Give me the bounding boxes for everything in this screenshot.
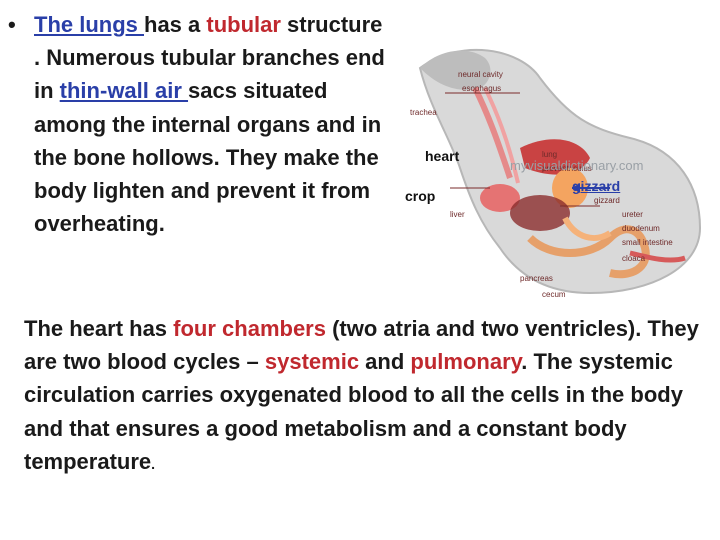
text: structure . Numerous tubular branches en… [34, 12, 385, 104]
gizzard-arrowhead [572, 183, 580, 193]
text: . The systemic circulation carries oxyge… [24, 349, 683, 474]
label-ureter: ureter [622, 210, 643, 219]
final-period: . [151, 455, 156, 472]
label-duodenum: duodenum [622, 224, 660, 233]
bullet: • [8, 12, 16, 37]
label-gizzard-small: gizzard [594, 196, 620, 205]
label-heart: heart [425, 148, 460, 164]
cloaca-shape [629, 250, 686, 263]
highlight-pulmonary: pulmonary [410, 349, 522, 375]
label-gizzard[interactable]: gizzard [572, 178, 621, 194]
gizzard-shape [552, 168, 588, 208]
label-cecum: cecum [542, 290, 566, 299]
liver-shape [510, 195, 570, 231]
text: and [359, 349, 411, 375]
label-liver: liver [450, 210, 465, 219]
trachea-shape [472, 86, 513, 179]
text: has a [144, 12, 207, 37]
esophagus-shape [483, 87, 520, 184]
label-trachea: trachea [410, 108, 437, 117]
paragraph-lungs: The lungs has a tubular structure . Nume… [34, 8, 394, 240]
bird-anatomy-figure: heart crop gizzard neural cavity esophag… [400, 38, 720, 308]
highlight-tubular: tubular [206, 12, 281, 37]
label-esophagus: esophagus [462, 84, 502, 93]
link-thin-wall-air[interactable]: thin-wall air [59, 78, 189, 104]
lung-shape [520, 139, 590, 175]
intestine-shape [527, 225, 650, 279]
label-proventriculus: proventriculus [542, 164, 592, 173]
text: sacs situated among the internal organs … [34, 78, 382, 237]
bird-anatomy-illustration [418, 48, 702, 295]
label-lung: lung [542, 150, 558, 159]
text: The heart has [24, 316, 174, 341]
label-cloaca: cloaca [622, 254, 646, 263]
text: (two atria and two ventricles). They are… [24, 316, 699, 375]
duodenum-shape [562, 216, 612, 241]
watermark: myvisualdictionary.com [510, 158, 644, 173]
highlight-four-chambers: four chambers [173, 316, 326, 341]
head-shape [420, 50, 491, 90]
label-pancreas: pancreas [520, 274, 553, 283]
label-small-intestine: small intestine [622, 238, 673, 247]
label-crop: crop [405, 188, 436, 204]
paragraph-heart: The heart has four chambers (two atria a… [24, 312, 704, 481]
crop-shape [480, 184, 520, 212]
highlight-systemic: systemic [264, 349, 360, 375]
link-lungs[interactable]: The lungs [34, 12, 144, 37]
label-neural: neural cavity [458, 70, 503, 79]
